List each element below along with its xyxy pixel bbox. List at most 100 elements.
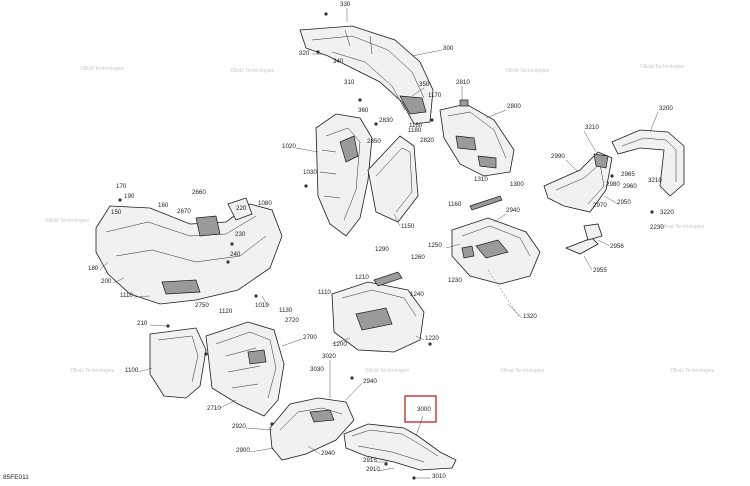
callout-lbl-2850[interactable]: 2850: [367, 138, 381, 145]
callout-lbl-2830[interactable]: 2830: [379, 117, 393, 124]
callout-lbl-2970[interactable]: 2970: [593, 202, 607, 209]
callout-lbl-240[interactable]: 240: [230, 251, 241, 258]
watermark-layer: ©Bold Technologies ©Bold Technologies ©Bol…: [45, 63, 715, 374]
watermark: ©Bold Technologies: [230, 67, 275, 74]
callout-lbl-220[interactable]: 220: [236, 205, 247, 212]
callout-lbl-3010[interactable]: 3010: [432, 473, 446, 480]
callout-lbl-310[interactable]: 310: [344, 79, 355, 86]
callout-lbl-2915[interactable]: 2915: [363, 457, 377, 464]
callout-lbl-2956[interactable]: 2956: [610, 243, 624, 250]
callout-lbl-1240[interactable]: 1240: [410, 291, 424, 298]
callout-lbl-1180[interactable]: 1180: [408, 127, 422, 134]
callout-lbl-1210[interactable]: 1210: [355, 274, 369, 281]
callout-lbl-210[interactable]: 210: [137, 320, 148, 327]
callout-lbl-2990[interactable]: 2990: [551, 153, 565, 160]
callout-lbl-2810[interactable]: 2810: [456, 79, 470, 86]
part-side-panel-1150: [367, 135, 419, 223]
callout-lbl-330[interactable]: 330: [340, 1, 351, 8]
part-rear-lower-panel: [451, 217, 541, 285]
callout-lbl-1080[interactable]: 1080: [258, 200, 272, 207]
callout-lbl-2720[interactable]: 2720: [285, 317, 299, 324]
callout-lbl-1010[interactable]: 1010: [255, 302, 269, 309]
callout-lbl-2940b[interactable]: 2940: [363, 378, 377, 385]
callout-lbl-3220[interactable]: 3220: [660, 209, 674, 216]
callout-lbl-1310[interactable]: 1310: [474, 176, 488, 183]
callout-lbl-3200[interactable]: 3200: [659, 105, 673, 112]
part-center-floor: [331, 271, 425, 353]
callout-lbl-1200[interactable]: 1200: [333, 341, 347, 348]
callout-lbl-3000[interactable]: 3000: [417, 406, 431, 413]
callout-lbl-2940c[interactable]: 2940: [321, 450, 335, 457]
callout-lbl-2960[interactable]: 2960: [623, 183, 637, 190]
callout-lbl-150[interactable]: 150: [111, 209, 122, 216]
callout-lbl-2965[interactable]: 2965: [621, 171, 635, 178]
callout-lbl-180[interactable]: 180: [88, 265, 99, 272]
callout-lbl-170[interactable]: 170: [116, 183, 127, 190]
callout-lbl-1160[interactable]: 1160: [409, 122, 423, 129]
callout-lbl-2950[interactable]: 2950: [617, 199, 631, 206]
callout-lbl-2910[interactable]: 2910: [366, 466, 380, 473]
callout-lbl-230[interactable]: 230: [235, 231, 246, 238]
callout-lbl-300[interactable]: 300: [443, 45, 454, 52]
callout-lbl-1030[interactable]: 1030: [303, 169, 317, 176]
callout-lbl-2670[interactable]: 2670: [177, 208, 191, 215]
callout-lbl-1120[interactable]: 1120: [219, 308, 233, 315]
part-inner-panel-left: [315, 113, 373, 237]
callout-lbl-3210[interactable]: 3210: [585, 124, 599, 131]
callout-lbl-2710[interactable]: 2710: [207, 405, 221, 412]
part-lower-fairing: [269, 397, 355, 461]
callout-lbl-2800[interactable]: 2800: [507, 103, 521, 110]
watermark: ©Bold Technologies: [365, 367, 410, 374]
watermark: ©Bold Technologies: [640, 63, 685, 70]
callout-lbl-2980[interactable]: 2980: [606, 181, 620, 188]
part-right-fender: [439, 99, 515, 177]
callout-lbl-200[interactable]: 200: [101, 278, 112, 285]
callout-lbl-2230[interactable]: 2230: [650, 224, 664, 231]
highlight-box-3000: [404, 395, 437, 423]
callout-lbl-1230[interactable]: 1230: [448, 277, 462, 284]
callout-lbl-1290[interactable]: 1290: [375, 246, 389, 253]
callout-lbl-190[interactable]: 190: [124, 193, 135, 200]
leader-lines: [99, 49, 659, 479]
watermark: ©Bold Technologies: [670, 367, 715, 374]
callout-lbl-2750[interactable]: 2750: [195, 302, 209, 309]
callout-lbl-1170[interactable]: 1170: [428, 92, 442, 99]
callout-lbl-1130[interactable]: 1130: [279, 307, 293, 314]
callout-lbl-1150[interactable]: 1150: [401, 223, 415, 230]
callout-lbl-360[interactable]: 360: [358, 107, 369, 114]
callout-lbl-350[interactable]: 350: [419, 81, 430, 88]
callout-lbl-160[interactable]: 160: [158, 202, 169, 209]
callout-lbl-1160b[interactable]: 1160: [448, 201, 462, 208]
callout-lbl-1260[interactable]: 1260: [411, 254, 425, 261]
callout-lbl-1020[interactable]: 1020: [282, 143, 296, 150]
callout-lbl-1110b[interactable]: 1110: [120, 292, 133, 299]
part-front-fascia: [299, 25, 434, 125]
watermark: ©Bold Technologies: [45, 217, 90, 224]
callout-lbl-1100[interactable]: 1100: [125, 367, 139, 374]
callout-lbl-1320[interactable]: 1320: [523, 313, 537, 320]
watermark: ©Bold Technologies: [505, 67, 550, 74]
callout-lbl-320[interactable]: 320: [299, 50, 310, 57]
part-rear-frame: [543, 151, 613, 213]
part-footrest-1310: [469, 195, 503, 211]
watermark: ©Bold Technologies: [80, 65, 125, 72]
callout-lbl-1220[interactable]: 1220: [425, 335, 439, 342]
callout-lbl-3020[interactable]: 3020: [322, 353, 336, 360]
callout-lbl-340[interactable]: 340: [333, 58, 344, 65]
part-left-footwell: [205, 321, 285, 417]
callout-lbl-2920[interactable]: 2920: [232, 423, 246, 430]
callout-lbl-1300[interactable]: 1300: [510, 181, 524, 188]
callout-lbl-2660[interactable]: 2660: [192, 189, 206, 196]
callout-lbl-3030[interactable]: 3030: [310, 366, 324, 373]
callout-lbl-2700[interactable]: 2700: [303, 334, 317, 341]
callout-lbl-1250[interactable]: 1250: [428, 242, 442, 249]
fasteners: [118, 12, 654, 480]
callout-lbl-2900[interactable]: 2900: [236, 447, 250, 454]
callout-lbl-3210b[interactable]: 3210: [648, 177, 662, 184]
callout-lbl-2940[interactable]: 2940: [506, 207, 520, 214]
watermark: ©Bold Technologies: [500, 367, 545, 374]
callout-lbl-1110[interactable]: 1110: [318, 289, 331, 296]
callout-lbl-2820[interactable]: 2820: [420, 137, 434, 144]
part-rear-rack: [611, 129, 685, 197]
callout-lbl-2955[interactable]: 2955: [593, 267, 607, 274]
